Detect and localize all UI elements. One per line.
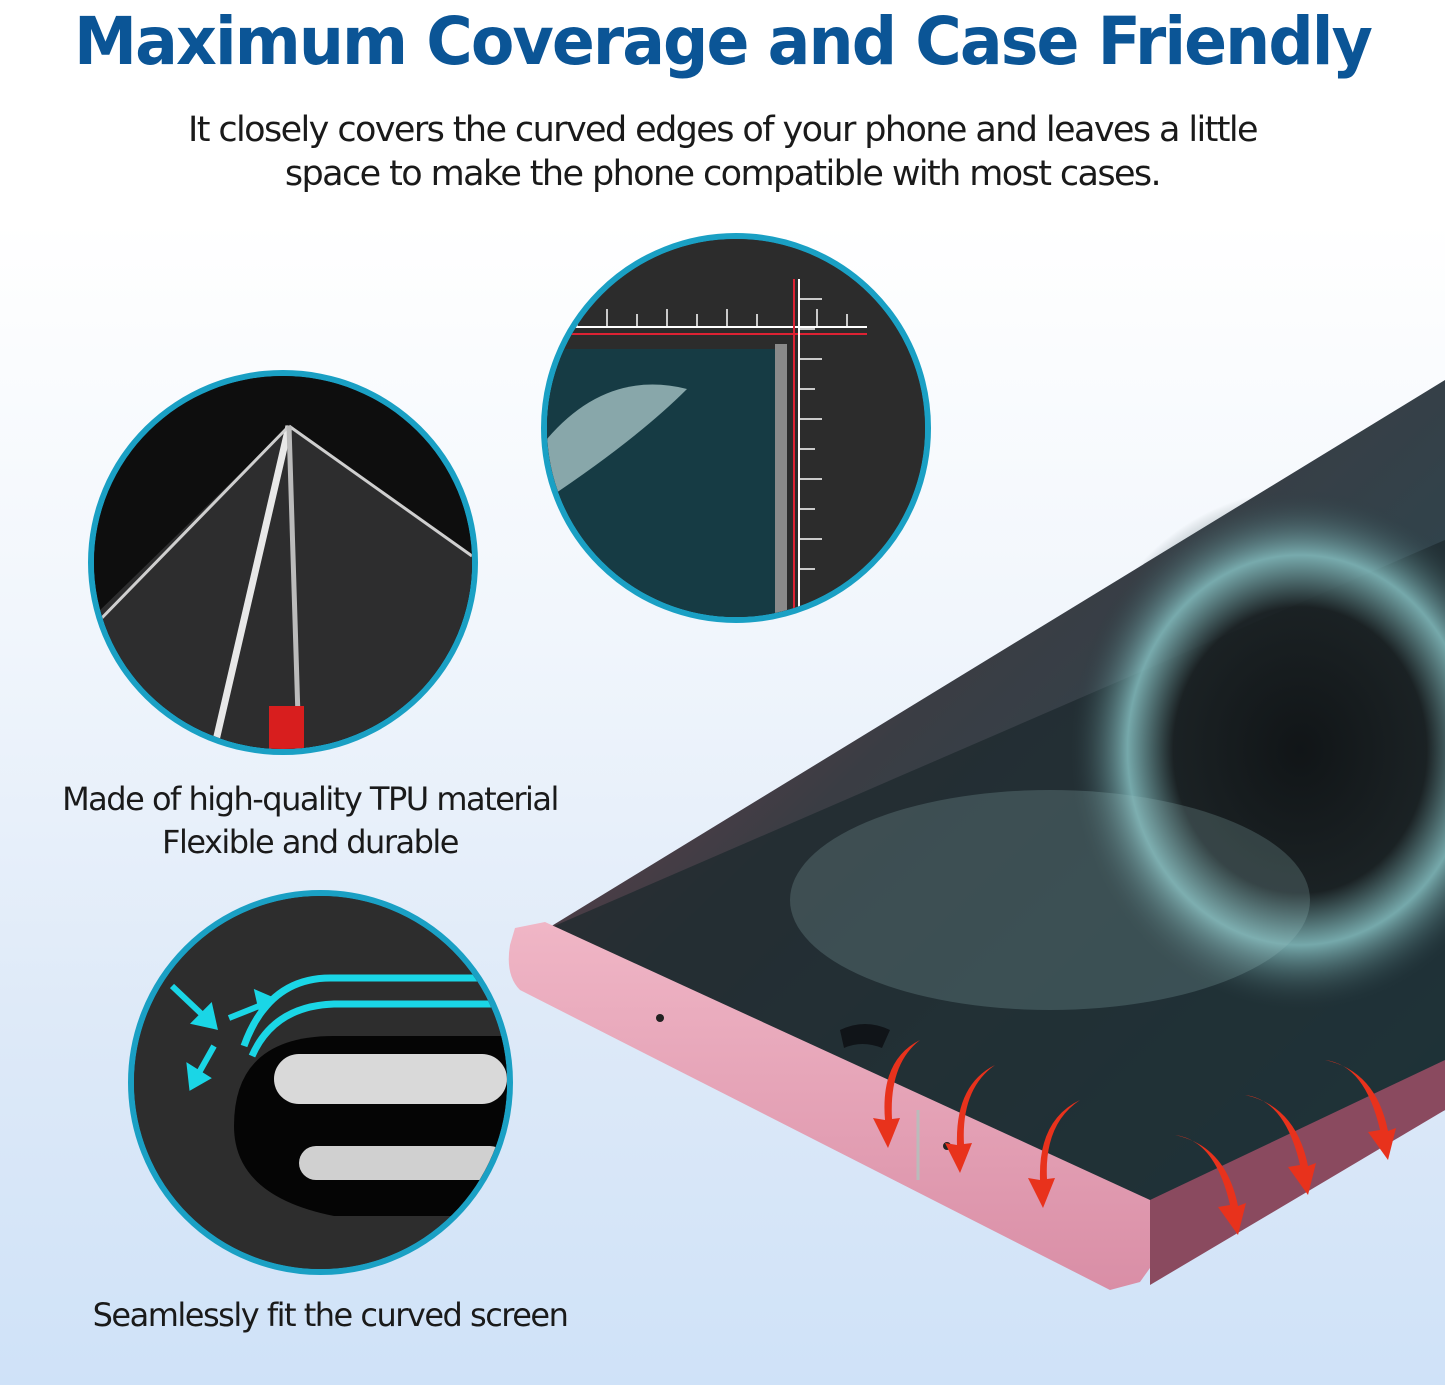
tpu-caption-line-1: Made of high-quality TPU material — [62, 780, 559, 818]
tpu-caption-line-2: Flexible and durable — [162, 823, 459, 861]
edge-callout-circle — [128, 890, 513, 1275]
ruler-callout-circle — [541, 233, 931, 623]
stretched-film-icon — [94, 376, 472, 749]
tpu-callout-circle — [88, 370, 478, 755]
ruler-measurement-icon — [547, 239, 925, 617]
edge-caption: Seamlessly fit the curved screen — [92, 1296, 569, 1334]
page-subtitle: It closely covers the curved edges of yo… — [0, 108, 1445, 196]
subtitle-line-1: It closely covers the curved edges of yo… — [188, 110, 1259, 150]
curved-edge-diagram-icon — [134, 896, 507, 1269]
page-title: Maximum Coverage and Case Friendly — [74, 3, 1373, 80]
subtitle-line-2: space to make the phone compatible with … — [284, 154, 1162, 194]
red-arrows — [873, 1040, 1396, 1235]
tpu-caption: Made of high-quality TPU material Flexib… — [30, 778, 590, 864]
